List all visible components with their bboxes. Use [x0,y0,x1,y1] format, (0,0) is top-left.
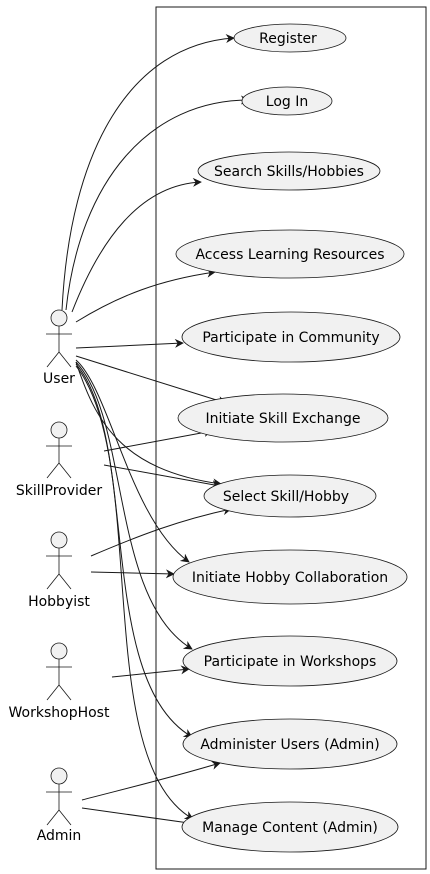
edge-workshophost-workshops [111,665,190,678]
edge-user-administer [75,363,193,738]
actor-workshophost: WorkshopHost [9,642,110,721]
use-case-label: Log In [266,94,308,110]
edge-user-search [71,177,202,313]
edge-user-select [75,361,222,488]
actor-label: WorkshopHost [9,705,110,721]
edge-user-login [65,95,250,311]
use-case-collab: Initiate Hobby Collaboration [172,549,408,605]
edge-user-register [61,34,235,311]
edge-hobbyist-collab [90,569,175,579]
actor-hobbyist: Hobbyist [28,531,90,610]
use-case-label: Search Skills/Hobbies [214,164,364,180]
system-boundary [155,6,427,870]
use-case-label: Initiate Skill Exchange [206,411,361,427]
use-case-select: Select Skill/Hobby [203,474,377,518]
edge-skillprovider-exchange [103,428,213,452]
use-case-label: Administer Users (Admin) [200,737,379,753]
use-case-community: Participate in Community [181,311,401,363]
actor-label: Admin [37,828,82,844]
actor-admin: Admin [37,767,82,844]
use-case-manage: Manage Content (Admin) [181,801,399,853]
use-case-exchange: Initiate Skill Exchange [177,393,389,443]
actor-label: Hobbyist [28,594,90,610]
actor-label: SkillProvider [16,483,103,499]
use-case-label: Initiate Hobby Collaboration [192,570,388,586]
associations [61,34,250,828]
edge-user-access [75,268,216,323]
use-case-administer: Administer Users (Admin) [182,718,398,770]
edge-user-workshops [75,361,193,650]
edge-user-manage [75,365,194,820]
use-case-label: Participate in Community [202,330,379,346]
actor-user: User [43,309,75,387]
edge-user-exchange [75,355,227,405]
actor-skillprovider: SkillProvider [16,421,103,499]
use-case-login: Log In [241,86,333,116]
actor-label: User [43,371,75,387]
edge-hobbyist-select [90,506,232,557]
use-case-label: Participate in Workshops [204,654,377,670]
edge-skillprovider-select [103,464,221,489]
edge-admin-manage [81,807,197,828]
edge-admin-administer [81,761,221,801]
use-case-label: Access Learning Resources [195,247,384,263]
actors: User SkillProvider Hobbyist WorkshopHost [9,309,110,844]
edge-user-collab [75,359,190,563]
use-case-search: Search Skills/Hobbies [197,151,381,191]
use-cases: Register Log In Search Skills/Hobbies Ac… [172,23,408,853]
edge-user-community [75,338,184,349]
use-case-label: Select Skill/Hobby [223,489,349,505]
use-case-access: Access Learning Resources [175,229,405,279]
use-case-register: Register [233,23,347,53]
use-case-label: Register [259,31,317,47]
use-case-workshops: Participate in Workshops [182,635,398,687]
use-case-label: Manage Content (Admin) [202,820,378,836]
